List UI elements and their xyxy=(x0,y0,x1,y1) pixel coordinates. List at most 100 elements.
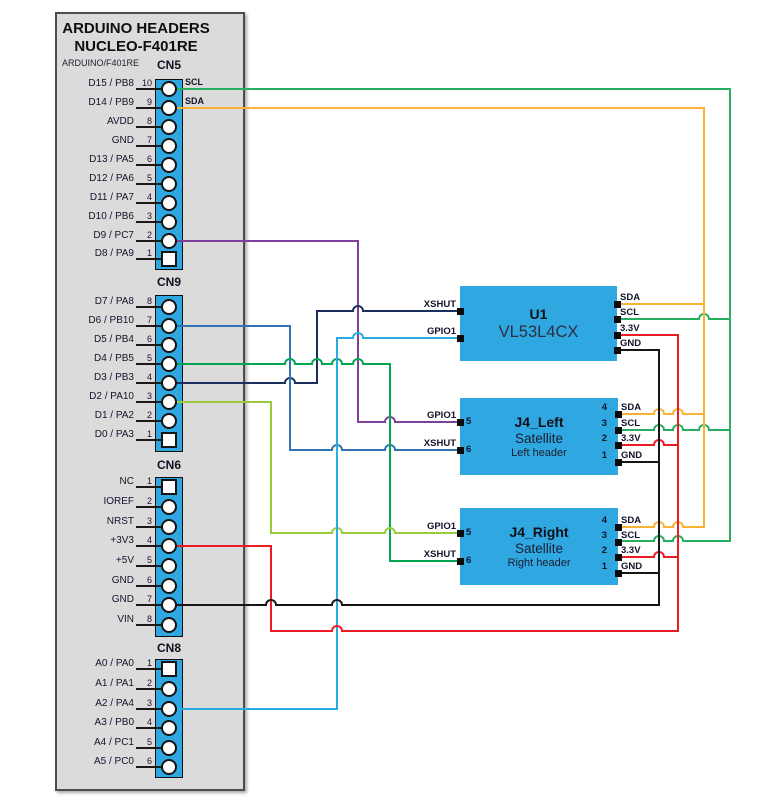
pin-lead-line xyxy=(136,727,169,729)
pin-lead-line xyxy=(136,363,169,365)
wire-tag-sda: SDA xyxy=(185,96,205,106)
pin-number: 7 xyxy=(146,135,152,145)
pin-circle xyxy=(161,356,177,372)
pin-circle xyxy=(161,558,177,574)
pin-label: NC xyxy=(119,476,134,487)
pin-label: D5 / PB4 xyxy=(93,334,134,345)
block-title-line: Satellite xyxy=(514,540,564,556)
block-pin-label: SDA xyxy=(621,402,642,413)
pin-circle xyxy=(161,578,177,594)
pin-label: D12 / PA6 xyxy=(89,173,134,184)
block-pin-label: SCL xyxy=(621,418,640,429)
block-title-line: Left header xyxy=(511,446,567,459)
block-pin-pad xyxy=(456,557,464,565)
block-pin-number: 1 xyxy=(601,561,607,572)
block-title-line: J4_Right xyxy=(509,523,569,540)
pin-number: 2 xyxy=(146,410,152,420)
pin-square xyxy=(161,661,177,677)
pin-lead-line xyxy=(136,325,169,327)
pin-number: 6 xyxy=(146,756,152,766)
block-pin-label: SDA xyxy=(621,515,642,526)
pin-label: D15 / PB8 xyxy=(88,78,134,89)
pin-number: 5 xyxy=(146,173,152,183)
pin-number: 2 xyxy=(146,678,152,688)
pin-circle xyxy=(161,318,177,334)
pin-lead-line xyxy=(136,506,169,508)
pin-lead-line xyxy=(136,107,169,109)
pin-number: 5 xyxy=(146,737,152,747)
connector-title-cn6: CN6 xyxy=(156,458,181,472)
pin-lead-line xyxy=(136,565,169,567)
block-pin-label: SDA xyxy=(620,292,641,303)
pin-circle xyxy=(161,375,177,391)
block-pin-label: GND xyxy=(621,561,643,572)
block-pin-label: 3.3V xyxy=(621,545,641,556)
pin-circle xyxy=(161,538,177,554)
pin-lead-line xyxy=(136,258,169,260)
pin-label: D1 / PA2 xyxy=(94,410,134,421)
wire-tag-scl: SCL xyxy=(185,77,203,87)
block-title-line: Satellite xyxy=(514,430,564,446)
pin-number: 4 xyxy=(146,717,152,727)
pin-lead-line xyxy=(136,401,169,403)
connector-title-cn8: CN8 xyxy=(156,641,181,655)
block-pin-number: 2 xyxy=(601,545,607,556)
pin-circle xyxy=(161,759,177,775)
pin-number: 5 xyxy=(146,353,152,363)
block-pin-number: 5 xyxy=(466,416,472,427)
pin-number: 3 xyxy=(146,698,152,708)
pin-circle xyxy=(161,176,177,192)
block-pin-pad xyxy=(456,334,464,342)
pin-lead-line xyxy=(136,126,169,128)
pin-lead-line xyxy=(136,766,169,768)
pin-label: D0 / PA3 xyxy=(94,429,134,440)
block-pin-label: GPIO1 xyxy=(426,410,456,421)
block-title-line: J4_Left xyxy=(514,413,564,430)
pin-circle xyxy=(161,681,177,697)
block-pin-label: XSHUT xyxy=(423,299,456,310)
pin-lead-line xyxy=(136,545,169,547)
pin-square xyxy=(161,479,177,495)
pin-number: 3 xyxy=(146,211,152,221)
panel-title: ARDUINO HEADERS NUCLEO-F401RE xyxy=(55,20,217,56)
pin-label: A1 / PA1 xyxy=(95,678,134,689)
pin-circle xyxy=(161,138,177,154)
wire-scl-bus xyxy=(170,88,731,542)
pin-circle xyxy=(161,157,177,173)
block-pin-number: 1 xyxy=(601,450,607,461)
pin-circle xyxy=(161,81,177,97)
pin-lead-line xyxy=(136,164,169,166)
pin-lead-line xyxy=(136,306,169,308)
pin-label: GND xyxy=(111,575,134,586)
pin-square xyxy=(161,251,177,267)
pin-number: 4 xyxy=(146,535,152,545)
block-pin-number: 2 xyxy=(601,433,607,444)
wire-3v3-bus xyxy=(170,334,679,632)
pin-lead-line xyxy=(136,183,169,185)
pin-circle xyxy=(161,701,177,717)
pin-square xyxy=(161,432,177,448)
pin-label: AVDD xyxy=(106,116,134,127)
block-pin-number: 4 xyxy=(601,515,607,526)
pin-lead-line xyxy=(136,420,169,422)
pin-label: VIN xyxy=(117,614,134,625)
pin-label: D14 / PB9 xyxy=(88,97,134,108)
pin-label: A3 / PB0 xyxy=(94,717,134,728)
pin-lead-line xyxy=(136,439,169,441)
block-pin-pad xyxy=(456,529,464,537)
pin-circle xyxy=(161,233,177,249)
block-pin-number: 3 xyxy=(601,530,607,541)
block-pin-label: 3.3V xyxy=(621,433,641,444)
connector-title-cn5: CN5 xyxy=(156,58,181,72)
pin-lead-line xyxy=(136,202,169,204)
pin-number: 10 xyxy=(141,78,152,88)
pin-circle xyxy=(161,214,177,230)
pin-number: 3 xyxy=(146,391,152,401)
pin-label: A5 / PC0 xyxy=(93,756,134,767)
pin-circle xyxy=(161,720,177,736)
pin-lead-line xyxy=(136,486,169,488)
pin-circle xyxy=(161,119,177,135)
pin-number: 8 xyxy=(146,614,152,624)
